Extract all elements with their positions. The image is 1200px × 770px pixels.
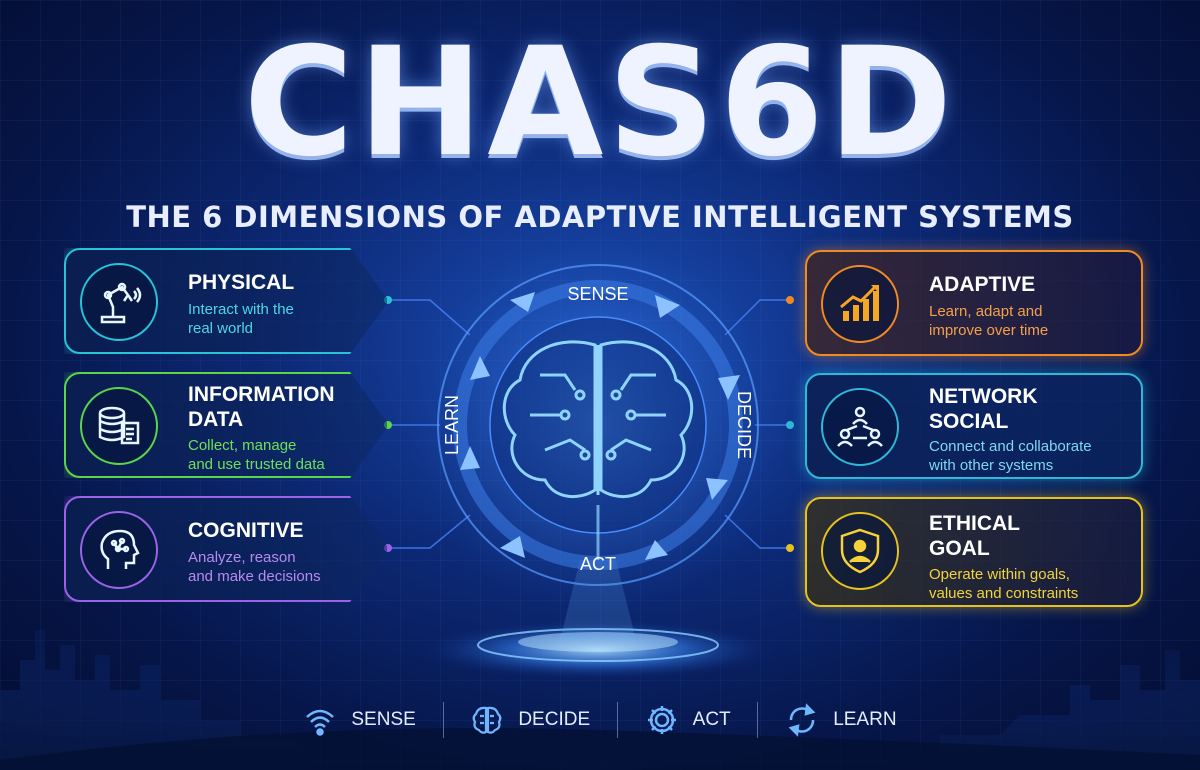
cycle-ring — [453, 280, 743, 570]
card-ethical-desc-1: Operate within goals, — [929, 566, 1070, 583]
legend-label-learn: LEARN — [833, 709, 897, 730]
page-title: CHAS6D — [243, 16, 957, 190]
card-physical: PHYSICAL Interact with the real world — [64, 248, 389, 354]
card-cognitive-title: COGNITIVE — [188, 519, 304, 542]
legend-item-learn: LEARN — [785, 703, 897, 737]
card-network: NETWORK SOCIAL Connect and collaborate w… — [805, 373, 1143, 479]
card-adaptive: ADAPTIVE Learn, adapt and improve over t… — [805, 250, 1143, 356]
card-ethical: ETHICAL GOAL Operate within goals, value… — [805, 497, 1143, 607]
card-ethical-title-1: ETHICAL — [929, 512, 1020, 535]
card-physical-title: PHYSICAL — [188, 271, 295, 294]
card-information-title-1: INFORMATION — [188, 383, 335, 406]
page-subtitle: THE 6 DIMENSIONS OF ADAPTIVE INTELLIGENT… — [126, 200, 1074, 234]
card-adaptive-desc-1: Learn, adapt and — [929, 303, 1043, 320]
bottom-legend: SENSE DECIDE ACT LEARN — [290, 692, 910, 748]
cycle-label-act: ACT — [580, 554, 616, 574]
growth-chart-icon — [821, 265, 899, 343]
head-brain-icon — [80, 511, 158, 589]
network-people-icon — [821, 388, 899, 466]
card-physical-desc-1: Interact with the — [188, 301, 294, 318]
cycle-label-decide: DECIDE — [734, 391, 754, 459]
legend-label-act: ACT — [692, 709, 731, 730]
card-adaptive-title: ADAPTIVE — [929, 273, 1036, 296]
card-information-desc-2: and use trusted data — [188, 456, 325, 473]
cycle-label-sense: SENSE — [567, 284, 628, 304]
card-information-title-2: DATA — [188, 408, 244, 431]
shield-person-icon — [821, 512, 899, 590]
card-network-desc-1: Connect and collaborate — [929, 438, 1092, 455]
gear-icon — [647, 706, 676, 734]
brain-icon — [502, 340, 694, 560]
legend-item-decide: DECIDE — [470, 703, 590, 737]
legend-divider — [616, 702, 618, 738]
card-adaptive-desc-2: improve over time — [929, 322, 1049, 339]
card-ethical-title-2: GOAL — [929, 537, 990, 560]
card-cognitive: COGNITIVE Analyze, reason and make decis… — [64, 496, 389, 602]
legend-label-decide: DECIDE — [518, 709, 591, 730]
card-cognitive-desc-1: Analyze, reason — [188, 549, 296, 566]
cycle-label-learn: LEARN — [442, 395, 462, 455]
legend-item-sense: SENSE — [303, 703, 416, 737]
legend-item-act: ACT — [645, 703, 731, 737]
wifi-signal-icon — [306, 709, 335, 736]
legend-divider — [442, 702, 444, 738]
card-network-title-2: SOCIAL — [929, 410, 1009, 433]
card-cognitive-desc-2: and make decisions — [188, 568, 321, 585]
legend-label-sense: SENSE — [351, 709, 416, 730]
card-ethical-desc-2: values and constraints — [929, 585, 1079, 602]
card-physical-desc-2: real world — [188, 320, 254, 337]
card-information: INFORMATION DATA Collect, manage and use… — [64, 372, 389, 478]
outer-ring — [437, 264, 759, 586]
database-icon — [80, 387, 158, 465]
card-information-desc-1: Collect, manage — [188, 437, 297, 454]
brain-icon — [472, 706, 502, 734]
legend-divider — [757, 702, 759, 738]
card-network-desc-2: with other systems — [929, 457, 1054, 474]
robot-arm-icon — [80, 263, 158, 341]
card-network-title-1: NETWORK — [929, 385, 1038, 408]
cycle-icon — [788, 703, 816, 737]
cycle-arrows — [460, 292, 740, 560]
city-skyline — [0, 630, 1200, 770]
